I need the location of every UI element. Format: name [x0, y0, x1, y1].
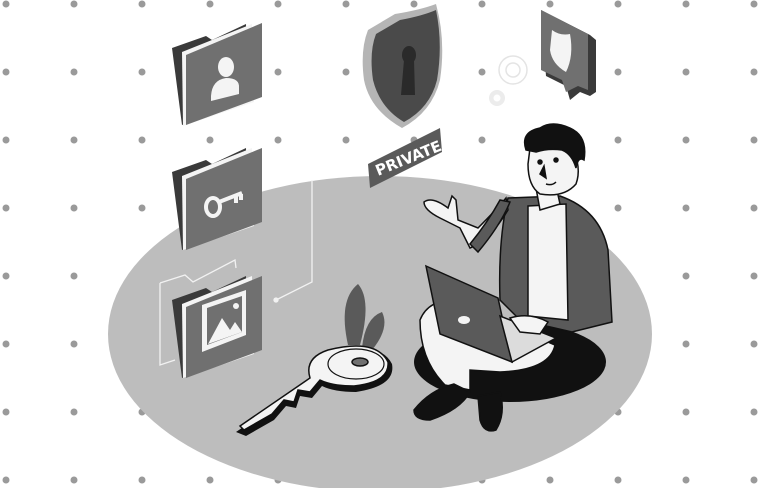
user-folder-icon: [172, 23, 262, 126]
large-key-icon: [236, 345, 393, 436]
user-icon: [211, 57, 240, 101]
keyhole-icon: [401, 46, 416, 95]
key-folder-icon: [172, 148, 262, 250]
sneakers: [413, 383, 503, 432]
private-sign-label: PRIVATE: [373, 137, 444, 180]
connector-lines: [159, 180, 313, 366]
shield-chat-bubble-icon: [541, 10, 596, 100]
shield-icon: [550, 30, 572, 72]
image-icon: [202, 290, 246, 352]
plant-leaves: [344, 284, 385, 350]
gears-icon: [489, 55, 528, 106]
keyhole-shield-icon: [362, 4, 443, 128]
key-icon: [204, 191, 243, 218]
image-folder-icon: [172, 276, 262, 378]
laptop-icon: [424, 264, 558, 364]
person-with-laptop: [413, 123, 613, 432]
